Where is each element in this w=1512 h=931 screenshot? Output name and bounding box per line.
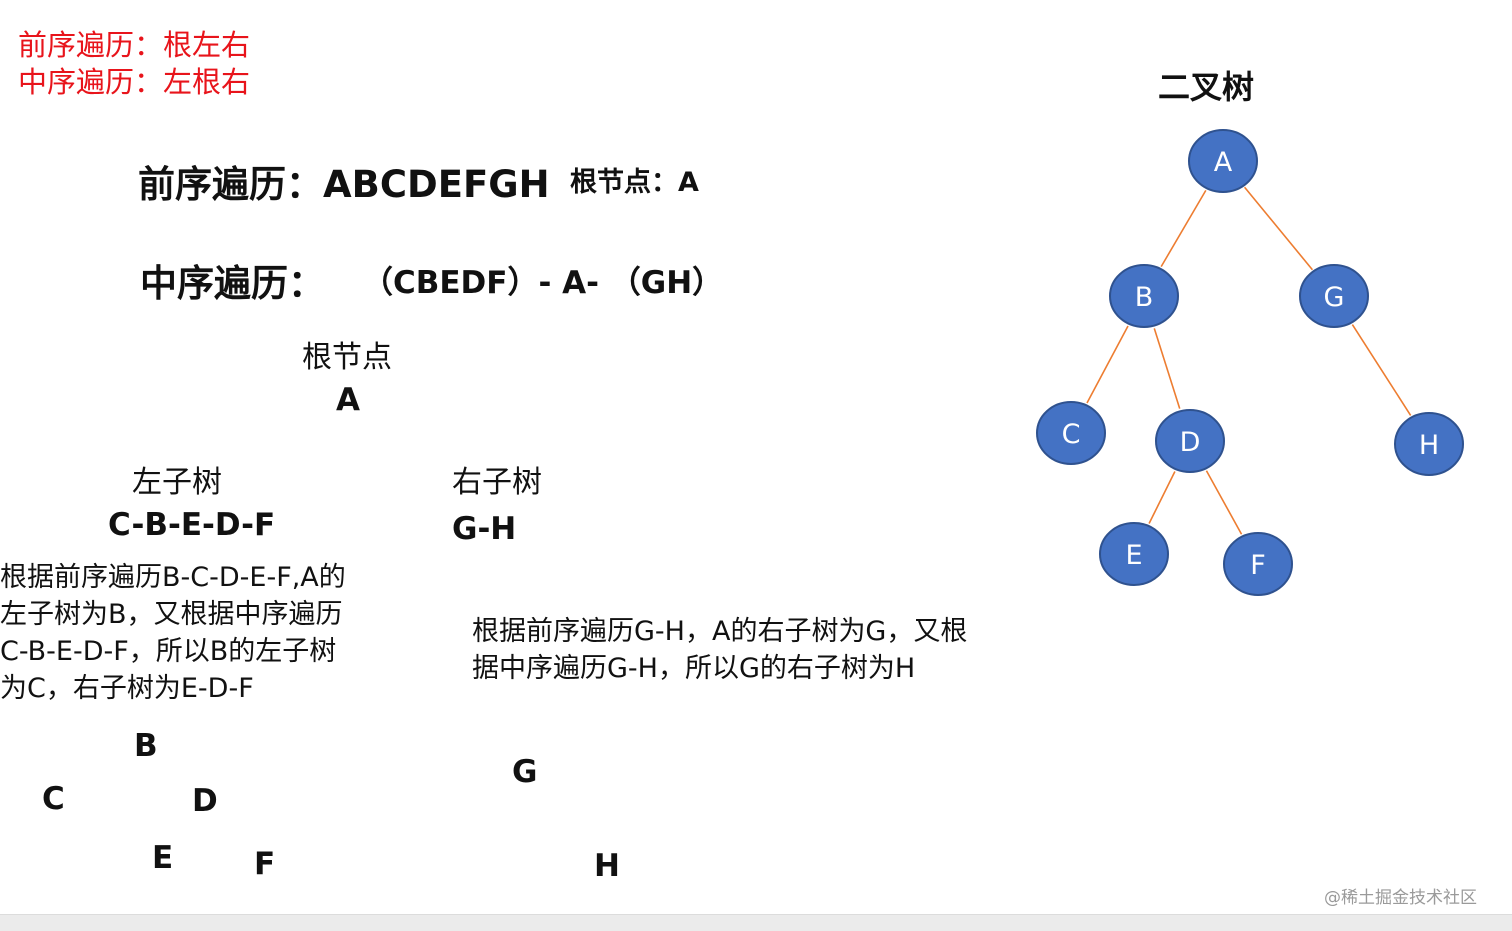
right-subtree-explanation: 根据前序遍历G-H，A的右子树为G，又根 据中序遍历G-H，所以G的右子树为H — [472, 616, 968, 684]
left-subtree-sequence: C-B-E-D-F — [108, 507, 276, 543]
left-node-b: B — [134, 728, 158, 764]
left-node-c: C — [42, 781, 65, 817]
preorder-rule-note: 前序遍历：根左右 — [18, 28, 251, 62]
tree-node-H: H — [1394, 412, 1464, 476]
left-subtree-explanation: 根据前序遍历B-C-D-E-F,A的 左子树为B，又根据中序遍历 C-B-E-D… — [0, 562, 346, 704]
tree-node-F: F — [1223, 532, 1293, 596]
tree-edge-G-H — [1351, 324, 1412, 416]
tree-edge-A-G — [1243, 186, 1314, 271]
root-label: 根节点 — [302, 340, 392, 375]
tree-node-C: C — [1036, 401, 1106, 465]
root-value: A — [336, 382, 360, 418]
tree-node-D: D — [1155, 409, 1225, 473]
preorder-heading: 前序遍历：ABCDEFGH — [138, 163, 550, 206]
tree-title: 二叉树 — [1158, 68, 1255, 106]
tree-edge-D-E — [1148, 471, 1176, 524]
inorder-heading: 中序遍历： — [140, 262, 325, 305]
tree-node-circle — [1299, 264, 1369, 328]
tree-node-B: B — [1109, 264, 1179, 328]
root-note: 根节点：A — [570, 167, 699, 198]
tree-node-label: F — [1250, 550, 1266, 581]
tree-node-E: E — [1099, 522, 1169, 586]
tree-node-circle — [1223, 532, 1293, 596]
right-node-h: H — [594, 848, 620, 884]
tree-node-circle — [1394, 412, 1464, 476]
tree-node-G: G — [1299, 264, 1369, 328]
tree-edge-B-D — [1153, 328, 1181, 409]
watermark: @稀土掘金技术社区 — [1324, 888, 1477, 908]
tree-edge-D-F — [1205, 470, 1243, 535]
tree-node-circle — [1099, 522, 1169, 586]
inorder-value: （CBEDF）- A- （GH） — [362, 265, 724, 301]
left-subtree-label: 左子树 — [132, 465, 222, 500]
tree-node-circle — [1155, 409, 1225, 473]
tree-node-circle — [1109, 264, 1179, 328]
left-node-d: D — [192, 783, 218, 819]
tree-node-circle — [1188, 129, 1258, 193]
inorder-rule-note: 中序遍历：左根右 — [18, 65, 251, 99]
tree-node-label: G — [1324, 282, 1345, 313]
left-node-f: F — [254, 846, 276, 882]
tree-node-label: H — [1419, 430, 1439, 461]
tree-edge-B-C — [1086, 325, 1129, 404]
left-node-e: E — [152, 840, 174, 876]
tree-node-label: A — [1214, 147, 1233, 178]
bottom-scrollbar-strip — [0, 914, 1512, 931]
right-subtree-sequence: G-H — [452, 511, 517, 547]
right-subtree-label: 右子树 — [452, 465, 542, 500]
tree-node-label: C — [1062, 419, 1081, 450]
tree-node-label: D — [1180, 427, 1201, 458]
tree-node-label: E — [1125, 540, 1142, 571]
tree-node-circle — [1036, 401, 1106, 465]
tree-node-A: A — [1188, 129, 1258, 193]
tree-edge-A-B — [1160, 189, 1207, 268]
right-node-g: G — [512, 754, 538, 790]
tree-node-label: B — [1135, 282, 1154, 313]
